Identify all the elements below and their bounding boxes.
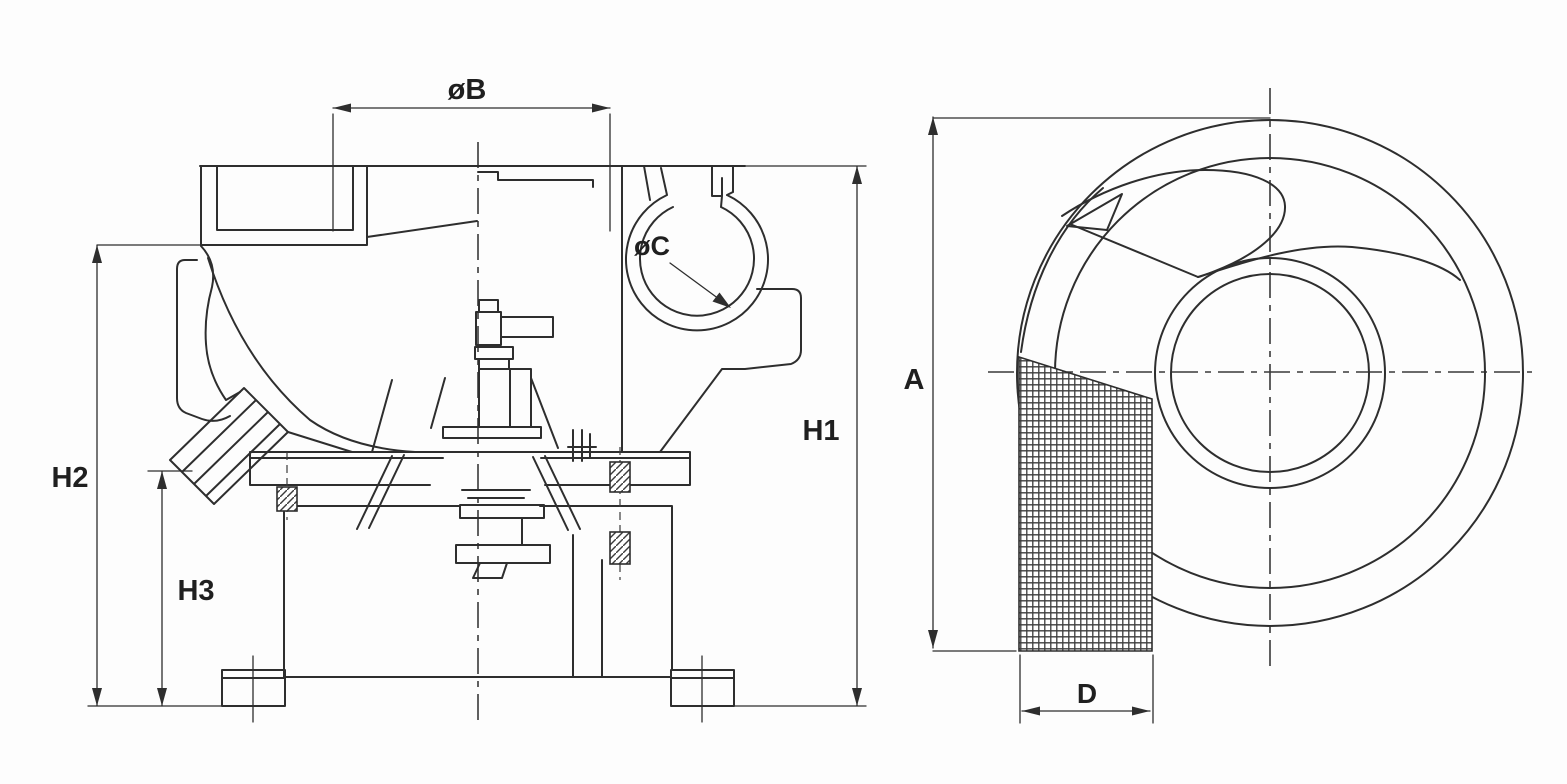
dim-label-oc: øC: [634, 231, 670, 261]
feet-center-marks: [252, 655, 703, 723]
dimension-oB: øB: [332, 74, 611, 232]
arrow-left-icon: [333, 103, 351, 113]
dim-label-a: A: [904, 364, 925, 396]
bowl-cone-and-inner-wall: [366, 165, 651, 453]
arrow-left-icon: [1022, 706, 1040, 716]
bowl-outer-rim-circle: [1016, 119, 1524, 627]
arrow-right-icon: [592, 103, 610, 113]
dim-label-h1: H1: [802, 415, 839, 447]
clamp-bolt-section-right-upper: [609, 461, 631, 493]
arrow-leader-icon: [712, 292, 731, 308]
arrow-down-icon: [157, 688, 167, 706]
clamp-bolt-section-right-lower: [609, 531, 631, 565]
arrow-up-icon: [928, 117, 938, 135]
hub-inner-circle: [1170, 273, 1370, 473]
arrow-down-icon: [852, 688, 862, 706]
outlet-block-hatched: [1018, 355, 1153, 652]
chute-wall-arc: [1020, 187, 1104, 353]
arrow-down-icon: [92, 688, 102, 706]
clamp-bolt-axes: [286, 447, 621, 580]
track-cup-section: [625, 165, 769, 332]
spiral-track-arm: [1197, 245, 1461, 281]
dimension-H1: H1: [733, 165, 867, 707]
dimension-H2: H2: [51, 244, 223, 707]
right-bracket: [659, 288, 802, 453]
bowl-left-profile: [176, 245, 416, 453]
dimension-D: D: [1019, 654, 1154, 724]
dim-label-h3: H3: [177, 575, 214, 607]
arrow-down-icon: [928, 630, 938, 648]
top-view: A D: [904, 88, 1532, 724]
dimension-A: A: [904, 116, 1271, 652]
arrow-right-icon: [1132, 706, 1150, 716]
track-wiper-triangle: [1066, 193, 1123, 231]
arrow-up-icon: [92, 245, 102, 263]
arrow-up-icon: [852, 166, 862, 184]
center-bolt-stack-upper: [371, 299, 597, 462]
dim-label-d: D: [1077, 678, 1097, 709]
dimension-oC: øC: [634, 231, 731, 308]
dim-label-h2: H2: [51, 462, 88, 494]
top-rim-and-left-box: [199, 165, 746, 246]
side-view: øB øC H1 H2 H3: [51, 74, 867, 723]
dimension-H3: H3: [147, 470, 215, 707]
chute-wall-line: [1069, 223, 1199, 278]
dim-label-ob: øB: [448, 74, 487, 106]
drive-base: [283, 505, 673, 678]
hub-outer-circle: [1154, 257, 1386, 489]
arrow-up-icon: [157, 471, 167, 489]
outlet-chute-section: [169, 387, 289, 505]
clamp-bolt-section-left: [276, 486, 298, 512]
center-bolt-stack-lower: [455, 489, 551, 579]
track-tongue: [1061, 169, 1287, 278]
